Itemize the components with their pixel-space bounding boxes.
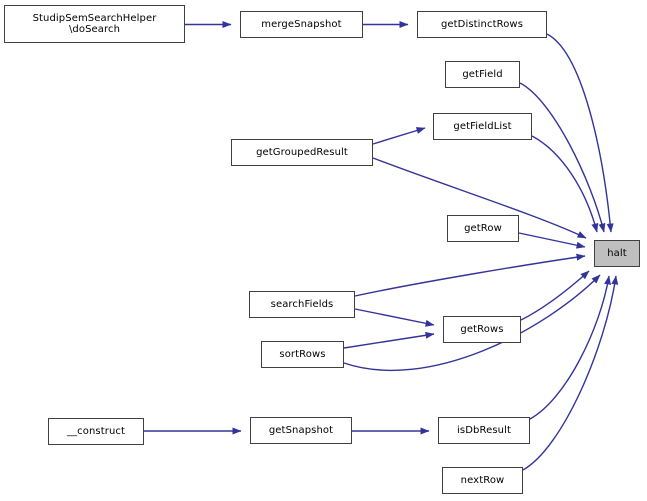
graph-node-getdistinctrows[interactable]: getDistinctRows xyxy=(417,11,547,38)
node-label: getDistinctRows xyxy=(440,18,524,30)
edge-getfield-halt xyxy=(519,82,606,233)
node-label: getSnapshot xyxy=(268,424,334,436)
graph-node-getrows[interactable]: getRows xyxy=(443,316,521,343)
node-label: halt xyxy=(607,247,627,259)
edge-searchfields-halt xyxy=(354,253,586,297)
edge-searchfields-getrows xyxy=(354,308,435,327)
graph-node-halt[interactable]: halt xyxy=(594,240,640,267)
edge-nextrow-halt xyxy=(522,275,619,471)
graph-node-getgroupedresult[interactable]: getGroupedResult xyxy=(231,139,373,166)
node-label: isDbResult xyxy=(457,424,511,436)
graph-node-mergesnapshot[interactable]: mergeSnapshot xyxy=(240,11,363,38)
node-label: nextRow xyxy=(460,474,505,486)
node-label: getRows xyxy=(460,323,504,335)
graph-node-getfieldlist[interactable]: getFieldList xyxy=(433,113,532,140)
graph-node-getrow[interactable]: getRow xyxy=(447,215,519,242)
edge-getgroupedresult-getfieldlist xyxy=(372,127,426,145)
node-label: mergeSnapshot xyxy=(261,18,342,30)
node-label: __construct xyxy=(66,425,126,437)
node-label: StudipSemSearchHelper \doSearch xyxy=(32,12,157,36)
edge-getfieldlist-halt xyxy=(531,135,599,233)
node-label: getGroupedResult xyxy=(256,146,348,158)
node-label: getField xyxy=(462,68,503,80)
edge-sortrows-getrows xyxy=(343,331,435,349)
edge-getrow-halt xyxy=(518,232,586,249)
node-label: searchFields xyxy=(270,298,334,310)
graph-node-getfield[interactable]: getField xyxy=(445,61,520,88)
graph-node-nextrow[interactable]: nextRow xyxy=(442,467,523,494)
edge-isdbresult-halt xyxy=(529,275,612,420)
graph-node-isdbresult[interactable]: isDbResult xyxy=(438,417,530,444)
graph-node-sortrows[interactable]: sortRows xyxy=(261,341,344,368)
graph-node-getsnapshot[interactable]: getSnapshot xyxy=(250,417,352,444)
edge-getdistinctrows-halt xyxy=(546,33,614,233)
node-label: getRow xyxy=(464,222,502,234)
graph-node-studipsemsearchhelper-dosearch[interactable]: StudipSemSearchHelper \doSearch xyxy=(4,5,185,43)
node-label: getFieldList xyxy=(453,120,512,132)
graph-node-construct[interactable]: __construct xyxy=(48,418,144,445)
node-label: sortRows xyxy=(279,348,326,360)
edge-getrows-halt xyxy=(520,270,590,321)
graph-node-searchfields[interactable]: searchFields xyxy=(249,291,355,318)
